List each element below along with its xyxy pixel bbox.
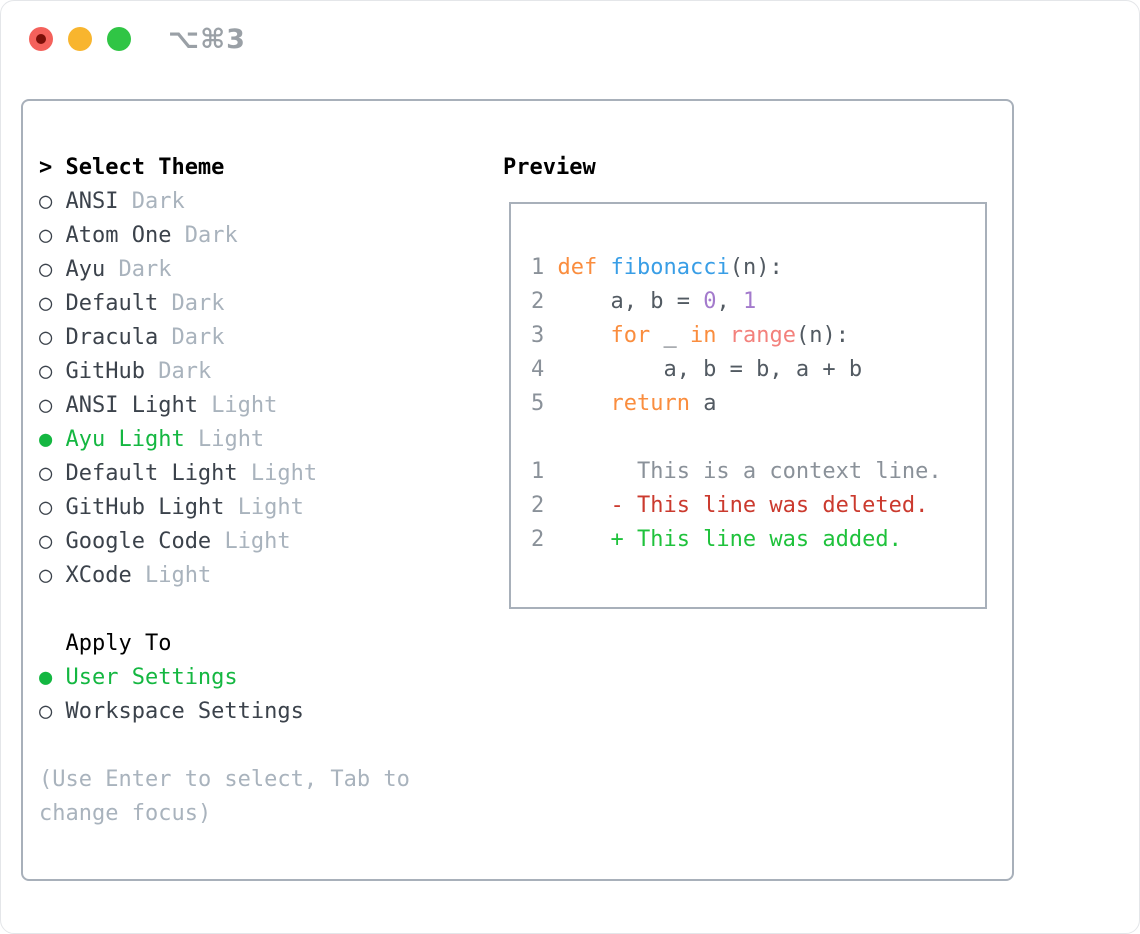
theme-name: ANSI xyxy=(65,189,119,214)
radio-off-icon: ○ xyxy=(39,393,53,418)
window-title: ⌥⌘3 xyxy=(168,23,246,55)
theme-item-ansi-light-light[interactable]: ○ ANSI Light Light xyxy=(39,389,451,423)
theme-variant: Dark xyxy=(118,257,172,282)
theme-list: ○ ANSI Dark ○ Atom One Dark ○ Ayu Dark ○ Defaul… xyxy=(39,185,451,593)
radio-off-icon: ○ xyxy=(39,325,53,350)
radio-off-icon: ○ xyxy=(39,461,53,486)
theme-name: ANSI Light xyxy=(65,393,198,418)
radio-off-icon: ○ xyxy=(39,257,53,282)
theme-variant: Dark xyxy=(171,291,225,316)
unsaved-indicator-dot xyxy=(36,34,46,44)
theme-name: GitHub xyxy=(65,359,145,384)
close-button[interactable] xyxy=(29,27,53,51)
theme-variant: Light xyxy=(250,461,318,486)
line-number: 2 xyxy=(531,527,545,552)
spacer xyxy=(39,729,451,763)
apply-to-title: Apply To xyxy=(65,631,172,656)
theme-variant: Light xyxy=(237,495,304,520)
apply-option-user-settings[interactable]: ● User Settings xyxy=(39,661,451,695)
diff-line: 2 + This line was added. xyxy=(531,523,985,557)
theme-name: GitHub Light xyxy=(65,495,225,520)
apply-option-label: Workspace Settings xyxy=(65,699,304,724)
theme-name: Ayu xyxy=(65,257,106,282)
apply-option-label: User Settings xyxy=(65,665,238,690)
radio-off-icon: ○ xyxy=(39,359,53,384)
theme-variant: Light xyxy=(144,563,212,588)
theme-name: Dracula xyxy=(65,325,159,350)
theme-name: XCode xyxy=(65,563,132,588)
code-line: 4 a, b = b, a + b xyxy=(531,353,985,387)
radio-on-icon: ● xyxy=(39,427,53,452)
theme-item-ansi-dark[interactable]: ○ ANSI Dark xyxy=(39,185,451,219)
theme-item-github-dark[interactable]: ○ GitHub Dark xyxy=(39,355,451,389)
theme-item-default-light-light[interactable]: ○ Default Light Light xyxy=(39,457,451,491)
theme-variant: Dark xyxy=(184,223,238,248)
code-line: 2 a, b = 0, 1 xyxy=(531,285,985,319)
theme-variant: Light xyxy=(224,529,291,554)
radio-off-icon: ○ xyxy=(39,699,53,724)
diff-line: 2 - This line was deleted. xyxy=(531,489,985,523)
left-column: > Select Theme ○ ANSI Dark ○ Atom One Dark ○ A… xyxy=(39,151,451,831)
theme-item-github-light-light[interactable]: ○ GitHub Light Light xyxy=(39,491,451,525)
indent xyxy=(39,627,65,661)
code-line: 3 for _ in range(n): xyxy=(531,319,985,353)
theme-name: Default xyxy=(65,291,159,316)
radio-on-icon: ● xyxy=(39,665,53,690)
theme-name: Ayu Light xyxy=(65,427,185,452)
theme-name: Atom One xyxy=(65,223,172,248)
theme-list-header: > Select Theme xyxy=(39,151,451,185)
line-number: 5 xyxy=(531,391,545,416)
apply-to-header: Apply To xyxy=(39,627,451,661)
theme-item-xcode-light[interactable]: ○ XCode Light xyxy=(39,559,451,593)
theme-variant: Dark xyxy=(158,359,212,384)
line-number: 2 xyxy=(531,289,545,314)
theme-item-ayu-light-light[interactable]: ● Ayu Light Light xyxy=(39,423,451,457)
zoom-button[interactable] xyxy=(107,27,131,51)
theme-item-atom-one-dark[interactable]: ○ Atom One Dark xyxy=(39,219,451,253)
spacer xyxy=(39,593,451,627)
line-number: 2 xyxy=(531,493,545,518)
theme-item-google-code-light[interactable]: ○ Google Code Light xyxy=(39,525,451,559)
theme-variant: Light xyxy=(197,427,265,452)
radio-off-icon: ○ xyxy=(39,529,53,554)
diff-preview: 1 This is a context line.2 - This line w… xyxy=(531,455,985,557)
theme-variant: Dark xyxy=(171,325,225,350)
line-number: 1 xyxy=(531,255,545,280)
theme-item-dracula-dark[interactable]: ○ Dracula Dark xyxy=(39,321,451,355)
selection-cursor-icon: > xyxy=(39,155,53,180)
minimize-button[interactable] xyxy=(68,27,92,51)
code-line: 5 return a xyxy=(531,387,985,421)
radio-off-icon: ○ xyxy=(39,291,53,316)
radio-off-icon: ○ xyxy=(39,495,53,520)
theme-item-default-dark[interactable]: ○ Default Dark xyxy=(39,287,451,321)
radio-off-icon: ○ xyxy=(39,563,53,588)
preview-title: Preview xyxy=(503,155,596,180)
theme-name: Google Code xyxy=(65,529,212,554)
theme-list-title: Select Theme xyxy=(65,155,225,180)
main-panel: > Select Theme ○ ANSI Dark ○ Atom One Dark ○ A… xyxy=(21,99,1014,881)
theme-variant: Dark xyxy=(131,189,185,214)
apply-option-workspace-settings[interactable]: ○ Workspace Settings xyxy=(39,695,451,729)
help-text: (Use Enter to select, Tab to change focu… xyxy=(39,767,410,826)
line-number: 3 xyxy=(531,323,545,348)
apply-to-list: ● User Settings ○ Workspace Settings xyxy=(39,661,451,729)
diff-line: 1 This is a context line. xyxy=(531,455,985,489)
radio-off-icon: ○ xyxy=(39,223,53,248)
titlebar: ⌥⌘3 xyxy=(29,23,246,55)
line-number: 1 xyxy=(531,459,545,484)
radio-off-icon: ○ xyxy=(39,189,53,214)
line-number: 4 xyxy=(531,357,545,382)
theme-variant: Light xyxy=(211,393,278,418)
theme-name: Default Light xyxy=(65,461,238,486)
theme-item-ayu-dark[interactable]: ○ Ayu Dark xyxy=(39,253,451,287)
